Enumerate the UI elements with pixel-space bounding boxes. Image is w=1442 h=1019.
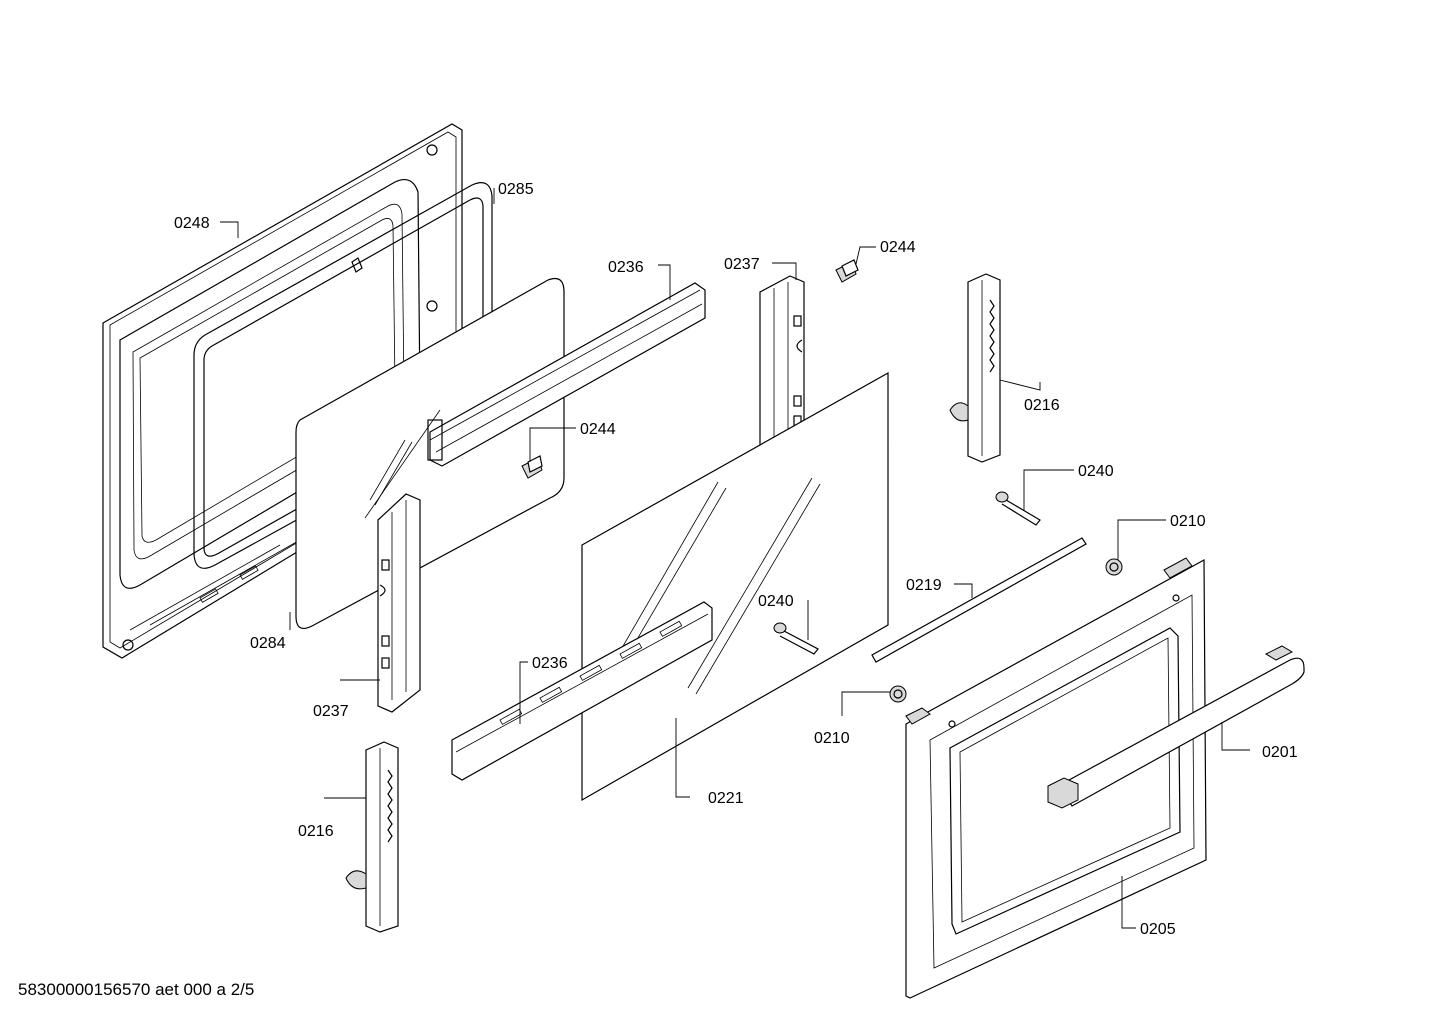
part-0244-clip-middle [521, 455, 543, 479]
label-0221: 0221 [708, 790, 744, 807]
part-0240-screw-middle [773, 622, 819, 655]
label-0201: 0201 [1262, 744, 1298, 761]
label-0236-top: 0236 [608, 259, 644, 276]
label-0244-mid: 0244 [580, 421, 616, 438]
part-0240-screw-right [995, 491, 1041, 526]
label-0248: 0248 [174, 215, 210, 232]
label-0284: 0284 [250, 635, 286, 652]
part-0219-strip [871, 537, 1087, 663]
label-0216-right: 0216 [1024, 397, 1060, 414]
label-0210-right: 0210 [1170, 513, 1206, 530]
label-0240-mid: 0240 [758, 593, 794, 610]
label-0237-top: 0237 [724, 256, 760, 273]
part-0216-hinge-left [345, 741, 399, 933]
part-0236-bottom-rail [451, 601, 713, 781]
label-0285: 0285 [498, 181, 534, 198]
label-0240-right: 0240 [1078, 463, 1114, 480]
label-0210-mid: 0210 [814, 730, 850, 747]
part-0210-bushing-middle [889, 685, 907, 703]
part-0210-bushing-right [1105, 558, 1123, 576]
part-0201-handle [1047, 645, 1305, 809]
part-0216-hinge-right [949, 273, 1001, 463]
drawing-reference-code: 58300000156570 aet 000 a 2/5 [18, 980, 255, 999]
part-0237-bracket-lower [377, 493, 421, 713]
label-0219: 0219 [906, 577, 942, 594]
part-0205-outer-door-frame [905, 557, 1207, 999]
label-0236-bottom: 0236 [532, 655, 568, 672]
label-0244-top: 0244 [880, 239, 916, 256]
part-0236-top-rail [427, 282, 706, 467]
part-0244-clip-top [835, 259, 859, 283]
label-0216-left: 0216 [298, 823, 334, 840]
label-0205: 0205 [1140, 921, 1176, 938]
leader-lines [220, 188, 1250, 929]
label-0237-bottom: 0237 [313, 703, 349, 720]
part-0221-outer-glass [581, 371, 889, 802]
